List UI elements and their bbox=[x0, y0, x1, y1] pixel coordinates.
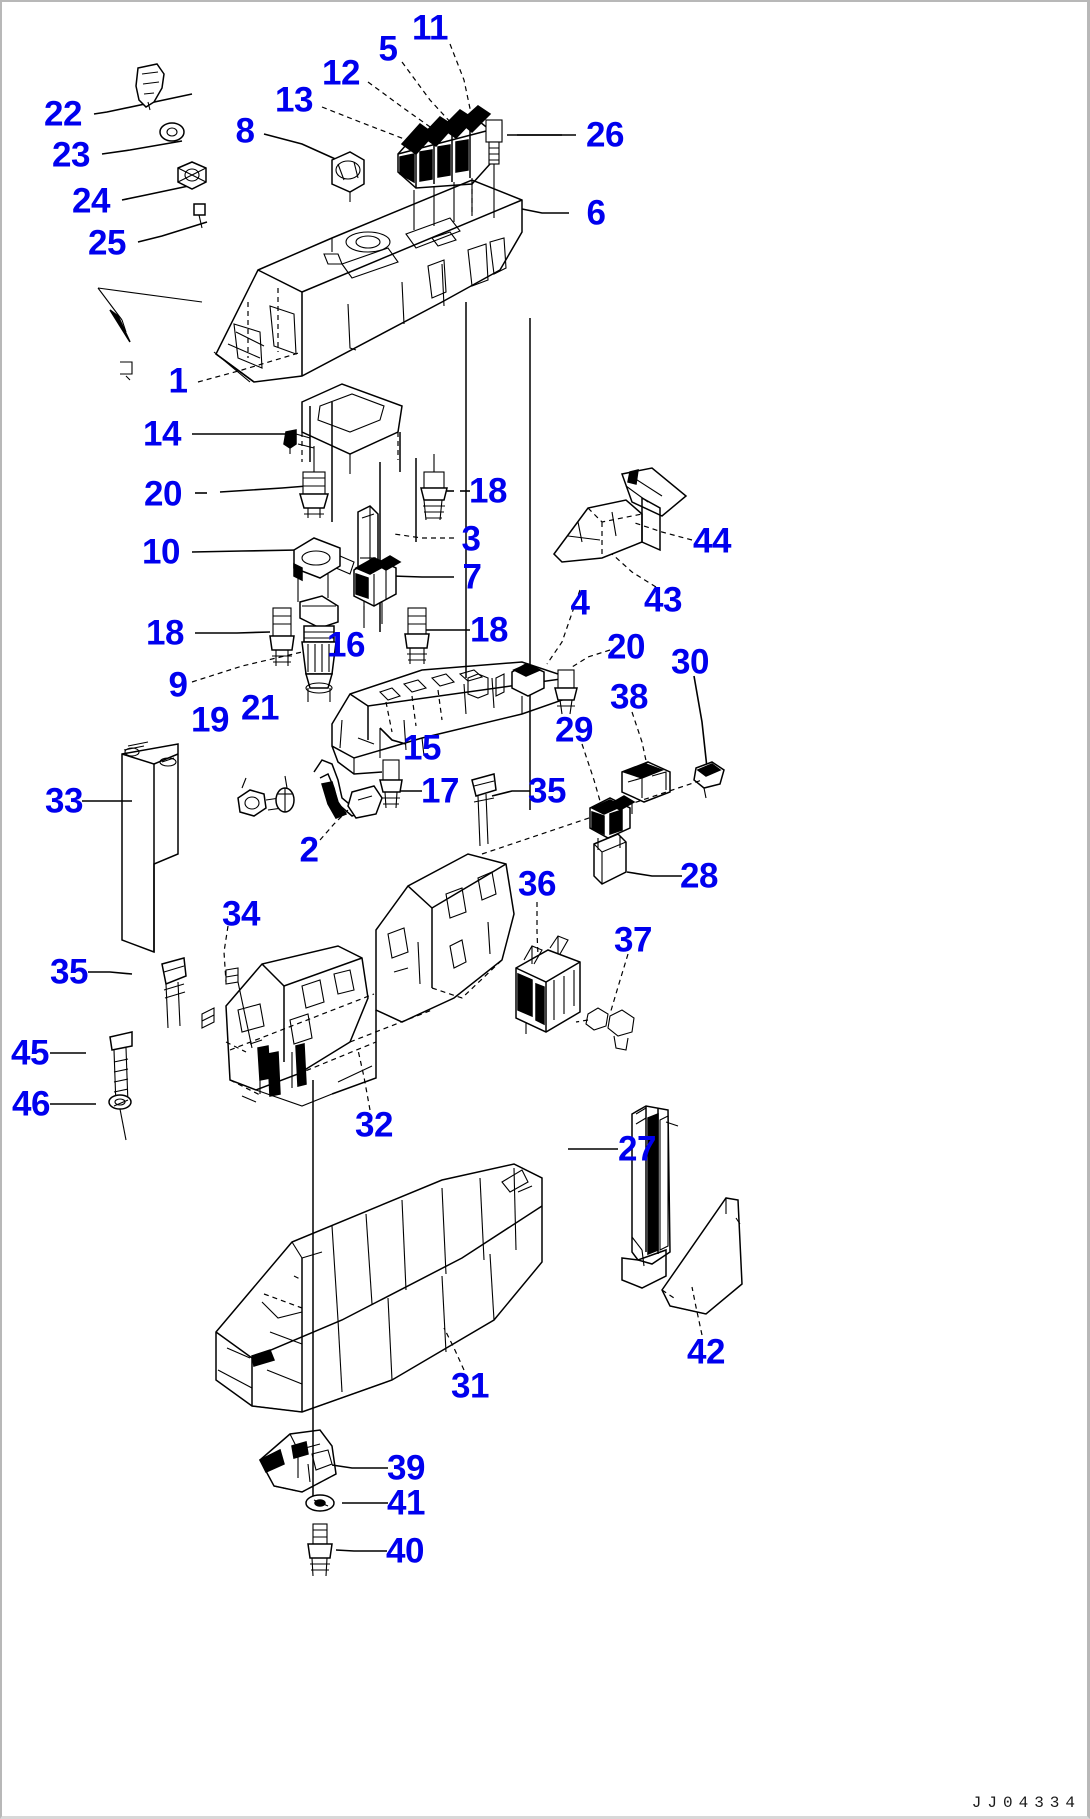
callout-27: 27 bbox=[618, 1129, 656, 1169]
part-9-16-knob-stack bbox=[299, 595, 339, 702]
callout-33: 33 bbox=[45, 781, 83, 821]
part-18-bolt-a bbox=[420, 454, 448, 521]
part-7-switch-module bbox=[353, 555, 402, 628]
callout-41: 41 bbox=[387, 1483, 425, 1523]
part-4-20-connectors bbox=[467, 663, 578, 715]
callout-2: 2 bbox=[299, 830, 319, 870]
callout-13: 13 bbox=[275, 80, 313, 120]
callout-39: 39 bbox=[387, 1448, 425, 1488]
callout-11: 11 bbox=[412, 8, 449, 48]
callout-17: 17 bbox=[421, 771, 459, 811]
part-43-44-covers bbox=[553, 467, 688, 563]
callout-40: 40 bbox=[386, 1531, 424, 1571]
callout-14: 14 bbox=[143, 414, 181, 454]
part-31-floor-tub bbox=[215, 1163, 543, 1413]
callout-26: 26 bbox=[586, 115, 624, 155]
callout-19: 19 bbox=[191, 700, 229, 740]
callout-21: 21 bbox=[241, 688, 279, 728]
callout-18: 18 bbox=[469, 471, 507, 511]
callout-9: 9 bbox=[168, 665, 188, 705]
part-42-side-panel bbox=[661, 1197, 743, 1315]
part-20-bolt-upper bbox=[299, 446, 329, 518]
callout-42: 42 bbox=[687, 1332, 725, 1372]
leader-lines bbox=[50, 43, 708, 1552]
callout-36: 36 bbox=[518, 864, 556, 904]
callout-29: 29 bbox=[555, 710, 593, 750]
callout-22: 22 bbox=[44, 94, 82, 134]
callout-16: 16 bbox=[327, 625, 365, 665]
callout-10: 10 bbox=[142, 532, 180, 572]
callout-35: 35 bbox=[50, 952, 88, 992]
alignment-lines bbox=[309, 302, 531, 1496]
part-46-washer bbox=[108, 1094, 132, 1141]
callout-38: 38 bbox=[610, 677, 648, 717]
part-14-clip bbox=[283, 429, 315, 454]
part-41-washer bbox=[305, 1494, 335, 1512]
part-22-lever bbox=[135, 63, 165, 111]
part-10-plate bbox=[293, 537, 355, 602]
part-25-pin bbox=[193, 203, 206, 229]
callout-44: 44 bbox=[693, 521, 731, 561]
callout-28: 28 bbox=[680, 856, 718, 896]
callout-18: 18 bbox=[146, 613, 184, 653]
callout-5: 5 bbox=[378, 29, 398, 69]
part-1-bracket-plate bbox=[301, 383, 403, 474]
callout-15: 15 bbox=[403, 728, 441, 768]
part-8-knob bbox=[331, 151, 365, 202]
part-40-bolt bbox=[307, 1523, 333, 1577]
switch-bank-assembly bbox=[397, 105, 492, 230]
callout-24: 24 bbox=[72, 181, 110, 221]
callout-7: 7 bbox=[462, 557, 482, 597]
callout-20: 20 bbox=[144, 474, 182, 514]
part-35-bolt-b bbox=[161, 957, 187, 1029]
callout-32: 32 bbox=[355, 1105, 393, 1145]
callout-34: 34 bbox=[222, 894, 260, 934]
callout-46: 46 bbox=[12, 1084, 50, 1124]
callout-8: 8 bbox=[235, 111, 255, 151]
part-24-nut bbox=[177, 161, 207, 190]
part-18-bolt-b bbox=[269, 607, 295, 666]
callout-4: 4 bbox=[570, 583, 590, 623]
callout-25: 25 bbox=[88, 223, 126, 263]
callout-20: 20 bbox=[607, 627, 645, 667]
part-18-bolt-c bbox=[404, 607, 430, 664]
callout-37: 37 bbox=[614, 920, 652, 960]
orientation-arrow bbox=[97, 287, 203, 381]
part-17-bolt bbox=[379, 759, 403, 809]
part-26-screw bbox=[485, 119, 503, 218]
callout-6: 6 bbox=[586, 193, 606, 233]
callout-18: 18 bbox=[470, 610, 508, 650]
part-33-panel bbox=[121, 741, 179, 954]
part-27-post bbox=[621, 1105, 679, 1289]
callout-3: 3 bbox=[461, 519, 481, 559]
drawing-code: JJ04334 bbox=[971, 1794, 1081, 1812]
callout-1: 1 bbox=[168, 361, 188, 401]
callout-35: 35 bbox=[528, 771, 566, 811]
part-19-clamp bbox=[237, 777, 283, 817]
part-21-bushing bbox=[275, 775, 295, 813]
part-23-washer bbox=[159, 122, 185, 142]
callout-23: 23 bbox=[52, 135, 90, 175]
right-side-components bbox=[481, 761, 725, 885]
part-39-foot-bracket bbox=[258, 1429, 337, 1493]
callout-31: 31 bbox=[451, 1366, 489, 1406]
part-32-floor-frame bbox=[225, 853, 515, 1107]
part-36-relay-block bbox=[515, 935, 581, 1034]
callout-30: 30 bbox=[671, 642, 709, 682]
callout-45: 45 bbox=[11, 1033, 49, 1073]
callout-43: 43 bbox=[644, 580, 682, 620]
part-37-clip bbox=[575, 1007, 635, 1051]
callout-12: 12 bbox=[322, 53, 360, 93]
part-6-console-cover bbox=[213, 179, 523, 383]
part-35-bolt-a bbox=[471, 773, 497, 847]
part-2-lever bbox=[313, 759, 383, 819]
part-45-screw bbox=[109, 1031, 133, 1107]
